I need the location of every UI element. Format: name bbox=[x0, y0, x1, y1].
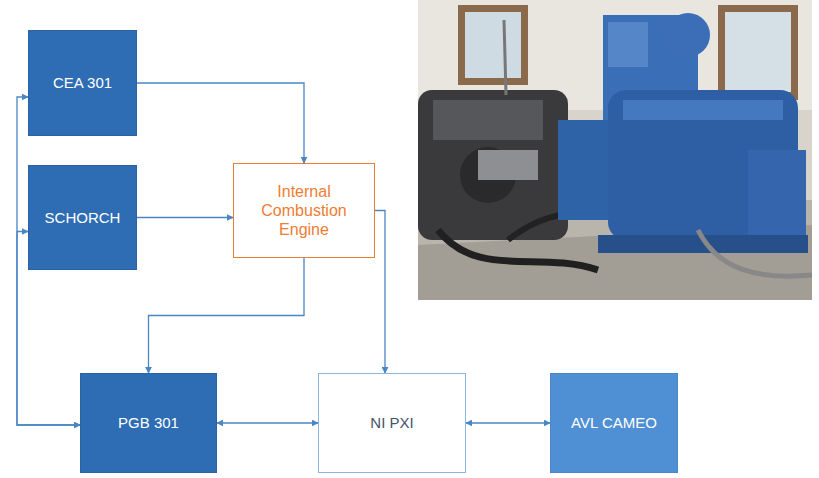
device-box: CEA 301 bbox=[28, 30, 137, 136]
connector-arrow bbox=[149, 258, 305, 373]
connector-arrow bbox=[137, 83, 304, 163]
node-label: CEA 301 bbox=[53, 74, 112, 92]
connector-arrow bbox=[217, 422, 318, 423]
engine-box: Internal Combustion Engine bbox=[233, 163, 375, 258]
connector-arrow bbox=[466, 422, 550, 423]
node-label: SCHORCH bbox=[45, 209, 121, 227]
device-box: SCHORCH bbox=[28, 165, 137, 270]
node-label: NI PXI bbox=[370, 414, 413, 432]
node-label: AVL CAMEO bbox=[571, 414, 657, 432]
software-box: AVL CAMEO bbox=[550, 373, 678, 473]
device-box: PGB 301 bbox=[80, 373, 217, 473]
node-label: PGB 301 bbox=[118, 414, 179, 432]
connector-arrow bbox=[375, 211, 385, 374]
node-label: Internal Combustion Engine bbox=[244, 182, 364, 240]
daq-box: NI PXI bbox=[318, 373, 466, 473]
connector-arrow bbox=[137, 217, 233, 218]
test-bench-photo bbox=[418, 0, 812, 300]
